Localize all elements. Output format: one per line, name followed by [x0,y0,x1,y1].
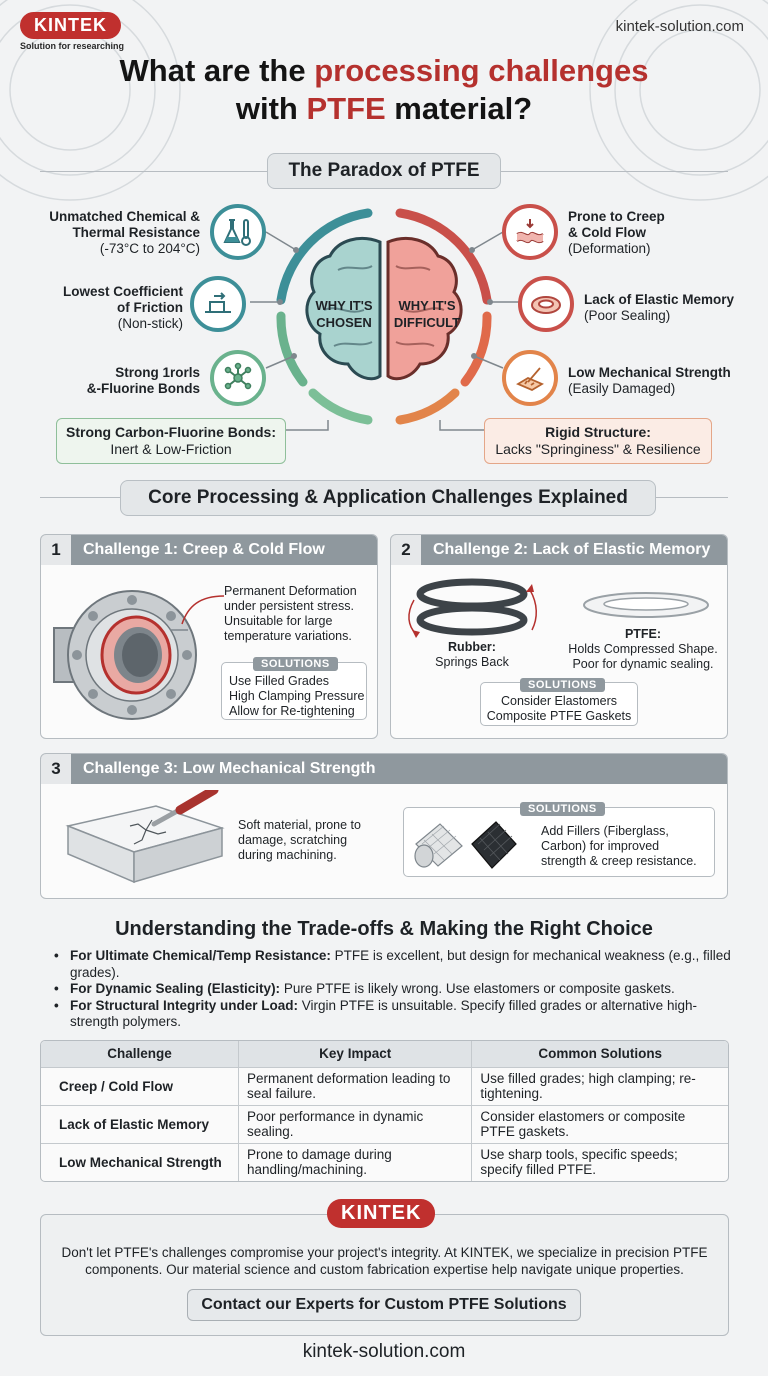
chemistry-flask-thermometer-icon [210,204,266,260]
right-item-elastic-memory: Lack of Elastic Memory (Poor Sealing) [584,292,735,323]
ptfe-gasket-illustration [583,592,709,618]
tradeoff-item: For Ultimate Chemical/Temp Resistance: P… [52,948,742,981]
molecule-icon [210,350,266,406]
brain-illustration [305,237,463,381]
brain-label-difficult: WHY IT'S DIFFICULT [393,298,461,330]
scratch-icon [502,350,558,406]
challenge-3-number: 3 [41,754,71,784]
title-part-1: What are the [119,53,315,88]
challenge-2-title: Challenge 2: Lack of Elastic Memory [433,541,711,558]
left-item-friction: Lowest Coefficient of Friction (Non-stic… [62,284,183,331]
logo-tagline: Solution for researching [20,41,125,51]
challenge-1-header: 1 Challenge 1: Creep & Cold Flow [41,535,377,565]
tradeoffs-heading: Understanding the Trade-offs & Making th… [115,918,653,940]
left-item-bonds: Strong 1rorls &-Fluorine Bonds [86,365,200,396]
title-highlight-2: PTFE [306,91,386,126]
section-heading-paradox: The Paradox of PTFE [267,153,501,189]
table-header-row: Challenge Key Impact Common Solutions [41,1041,728,1067]
challenge-1-solutions-list: Use Filled Grades High Clamping Pressure… [229,674,365,718]
sliding-block-icon [190,276,246,332]
challenge-3-title: Challenge 3: Low Mechanical Strength [83,760,376,777]
table-cell: Poor performance in dynamic sealing. [238,1104,473,1143]
challenge-2-solutions-list: Consider Elastomers Composite PTFE Gaske… [486,694,632,723]
site-url-bottom[interactable]: kintek-solution.com [302,1341,466,1362]
table-row: Low Mechanical Strength Prone to damage … [41,1142,728,1181]
filler-materials-illustration [414,821,517,869]
table-row: Creep / Cold Flow Permanent deformation … [41,1066,728,1105]
fiberglass-roll [414,823,463,868]
challenge-1-title: Challenge 1: Creep & Cold Flow [83,541,325,558]
brain-label-chosen: WHY IT'S CHOSEN [315,298,373,330]
rubber-label: Rubber: Springs Back [435,640,509,669]
summary-why-chosen: Strong Carbon-Fluorine Bonds: Inert & Lo… [56,418,286,464]
table-cell: Low Mechanical Strength [41,1142,239,1181]
challenge-1-description: Permanent Deformation under persistent s… [224,584,357,643]
brand-logo[interactable]: KINTEK Solution for researching [20,12,124,51]
title-highlight-1: processing challenges [314,53,649,88]
carbon-fiber-sheet [471,821,517,869]
rubber-rings-illustration [408,578,537,638]
table-cell: Use filled grades; high clamping; re-tig… [471,1066,728,1105]
footer-text: Don't let PTFE's challenges compromise y… [61,1245,708,1277]
callout-arrow [170,595,225,631]
table-cell: Prone to damage during handling/machinin… [238,1142,473,1181]
challenge-3-solutions-list: Add Fillers (Fiberglass, Carbon) for imp… [541,824,697,868]
right-item-creep: Prone to Creep & Cold Flow (Deformation) [568,209,665,256]
tradeoff-item: For Structural Integrity under Load: Vir… [52,998,742,1031]
column-header-impact: Key Impact [238,1041,473,1067]
table-row: Lack of Elastic Memory Poor performance … [41,1104,728,1143]
challenge-3-header: 3 Challenge 3: Low Mechanical Strength [41,754,727,784]
ring-gasket-icon [518,276,574,332]
challenge-1-number: 1 [41,535,71,565]
tradeoffs-list: For Ultimate Chemical/Temp Resistance: P… [52,948,742,1031]
table-cell: Use sharp tools, specific speeds; specif… [471,1142,728,1181]
comparison-table: Challenge Key Impact Common Solutions Cr… [40,1040,729,1182]
right-item-mechanical-strength: Low Mechanical Strength (Easily Damaged) [568,365,731,396]
footer-logo[interactable]: KINTEK [327,1199,436,1228]
page-title: What are the processing challenges with … [0,52,768,128]
challenge-3-solutions-tag: SOLUTIONS [520,799,605,817]
challenge-2-header: 2 Challenge 2: Lack of Elastic Memory [391,535,727,565]
challenge-3-description: Soft material, prone to damage, scratchi… [238,818,361,862]
logo-wordmark: KINTEK [20,12,121,39]
table-cell: Permanent deformation leading to seal fa… [238,1066,473,1105]
title-part-3: material? [385,91,533,126]
summary-why-difficult: Rigid Structure: Lacks "Springiness" & R… [484,418,712,464]
site-url-top[interactable]: kintek-solution.com [615,18,744,35]
challenge-2-number: 2 [391,535,421,565]
section-heading-challenges: Core Processing & Application Challenges… [120,480,656,516]
connector-lines [250,231,519,431]
contact-experts-button[interactable]: Contact our Experts for Custom PTFE Solu… [187,1289,581,1321]
table-cell: Lack of Elastic Memory [41,1104,239,1143]
title-part-2: with [235,91,307,126]
left-item-chemical-resistance: Unmatched Chemical & Thermal Resistance … [49,209,200,256]
scratched-block-illustration [65,790,225,884]
pipe-flange-illustration [53,590,197,720]
deformation-icon [502,204,558,260]
paradox-ring-diagram [276,208,492,425]
table-cell: Creep / Cold Flow [41,1066,239,1105]
challenge-2-solutions-tag: SOLUTIONS [520,675,605,693]
tradeoff-item: For Dynamic Sealing (Elasticity): Pure P… [52,981,742,998]
challenge-1-solutions-tag: SOLUTIONS [253,654,338,672]
column-header-solutions: Common Solutions [471,1041,728,1067]
ptfe-label: PTFE: Holds Compressed Shape. Poor for d… [568,627,718,671]
challenge-1-solutions-box [221,662,367,720]
table-cell: Consider elastomers or composite PTFE ga… [471,1104,728,1143]
column-header-challenge: Challenge [41,1041,239,1067]
